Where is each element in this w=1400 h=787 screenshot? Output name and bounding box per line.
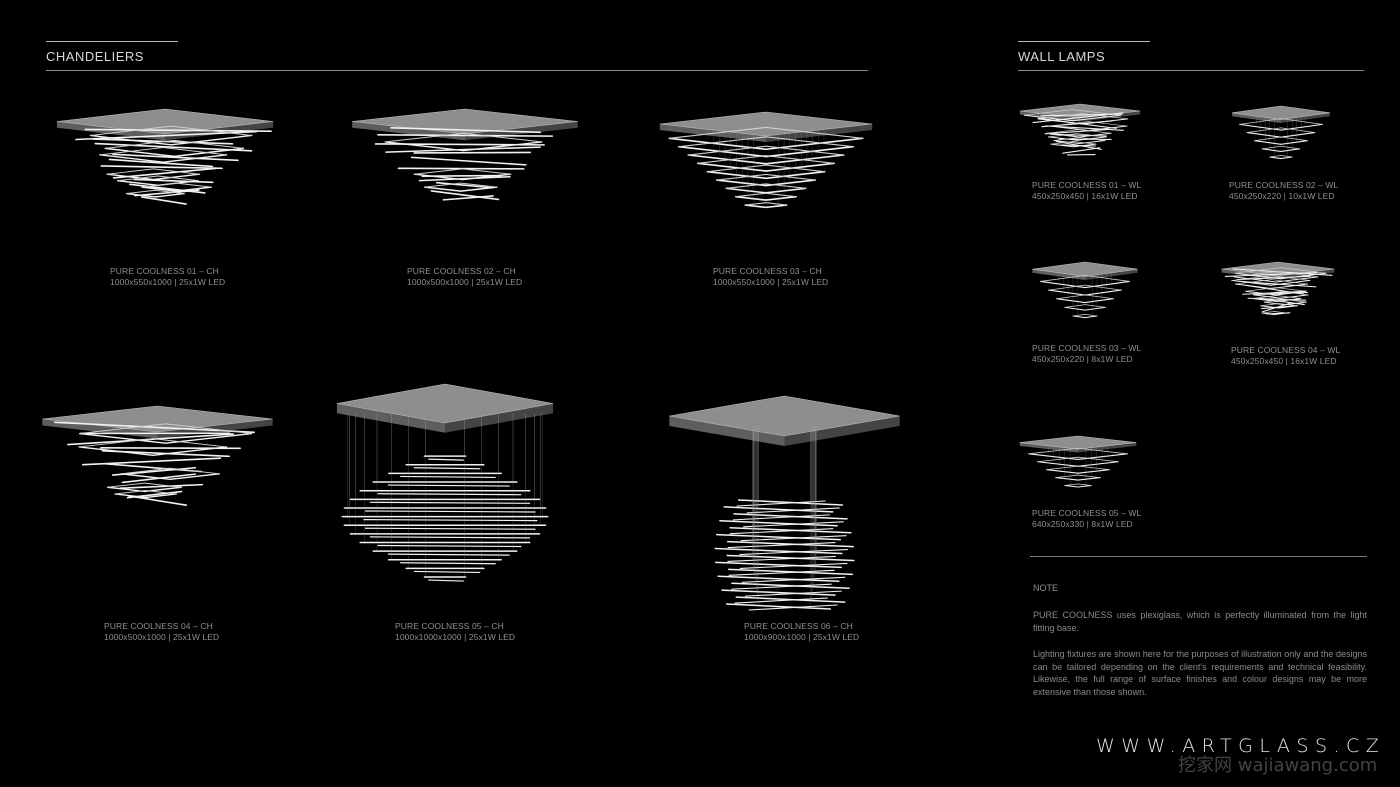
chandelier-02-name: PURE COOLNESS 02 – CH — [407, 266, 516, 276]
wall-lamp-04-caption: PURE COOLNESS 04 – WL 450x250x450 | 16x1… — [1231, 345, 1340, 367]
website-link[interactable]: WWW.ARTGLASS.CZ — [1096, 735, 1386, 757]
wall-lamp-02-spec: 450x250x220 | 10x1W LED — [1229, 191, 1335, 201]
chandelier-01-name: PURE COOLNESS 01 – CH — [110, 266, 219, 276]
chandelier-06-spec: 1000x900x1000 | 25x1W LED — [744, 632, 860, 642]
chandeliers-divider — [46, 70, 868, 71]
wall-lamp-02-name: PURE COOLNESS 02 – WL — [1229, 180, 1339, 190]
chandelier-01-spec: 1000x550x1000 | 25x1W LED — [110, 277, 226, 287]
chandelier-06-caption: PURE COOLNESS 06 – CH 1000x900x1000 | 25… — [744, 621, 859, 643]
chandelier-06-image — [669, 395, 900, 611]
chandelier-05-name: PURE COOLNESS 05 – CH — [395, 621, 504, 631]
wall-lamp-01-image — [1019, 103, 1141, 156]
chandelier-01-image — [56, 108, 274, 205]
chandeliers-accent-rule — [46, 41, 178, 42]
chandelier-05-caption: PURE COOLNESS 05 – CH 1000x1000x1000 | 2… — [395, 621, 515, 643]
note-divider — [1030, 556, 1367, 557]
note-paragraph-2: Lighting fixtures are shown here for the… — [1033, 649, 1367, 697]
wall-lamp-04-name: PURE COOLNESS 04 – WL — [1231, 345, 1341, 355]
wall-lamp-01-name: PURE COOLNESS 01 – WL — [1032, 180, 1142, 190]
wall-lamp-03-image — [1032, 261, 1138, 319]
wall-lamp-02-image — [1232, 105, 1330, 160]
chandelier-02-spec: 1000x500x1000 | 25x1W LED — [407, 277, 523, 287]
chandelier-05-image — [336, 383, 554, 582]
chandelier-05-spec: 1000x1000x1000 | 25x1W LED — [395, 632, 516, 642]
chandelier-04-name: PURE COOLNESS 04 – CH — [104, 621, 213, 631]
wall-lamp-03-spec: 450x250x220 | 8x1W LED — [1032, 354, 1133, 364]
wall-lamp-05-image — [1019, 435, 1137, 488]
wall-lamps-divider — [1018, 70, 1364, 71]
chandelier-04-spec: 1000x500x1000 | 25x1W LED — [104, 632, 220, 642]
chandeliers-title: CHANDELIERS — [46, 49, 144, 64]
wall-lamp-03-caption: PURE COOLNESS 03 – WL 450x250x220 | 8x1W… — [1032, 343, 1141, 365]
note-title: NOTE — [1033, 583, 1059, 593]
chandelier-03-name: PURE COOLNESS 03 – CH — [713, 266, 822, 276]
wall-lamp-04-image — [1221, 261, 1335, 315]
wall-lamp-02-caption: PURE COOLNESS 02 – WL 450x250x220 | 10x1… — [1229, 180, 1338, 202]
chandelier-03-caption: PURE COOLNESS 03 – CH 1000x550x1000 | 25… — [713, 266, 828, 288]
wall-lamp-03-name: PURE COOLNESS 03 – WL — [1032, 343, 1142, 353]
note-paragraph-1: PURE COOLNESS uses plexiglass, which is … — [1033, 610, 1367, 633]
wall-lamp-05-spec: 640x250x330 | 8x1W LED — [1032, 519, 1133, 529]
chandelier-03-spec: 1000x550x1000 | 25x1W LED — [713, 277, 829, 287]
chandelier-03-image — [659, 111, 873, 209]
wall-lamps-title: WALL LAMPS — [1018, 49, 1106, 64]
chandelier-04-caption: PURE COOLNESS 04 – CH 1000x500x1000 | 25… — [104, 621, 219, 643]
wall-lamp-01-spec: 450x250x450 | 16x1W LED — [1032, 191, 1138, 201]
chandelier-04-image — [42, 405, 273, 506]
wall-lamp-05-name: PURE COOLNESS 05 – WL — [1032, 508, 1142, 518]
watermark-text: 挖家网 wajiawang.com — [1178, 755, 1378, 776]
chandelier-01-caption: PURE COOLNESS 01 – CH 1000x550x1000 | 25… — [110, 266, 225, 288]
wall-lamp-01-caption: PURE COOLNESS 01 – WL 450x250x450 | 16x1… — [1032, 180, 1141, 202]
chandelier-06-name: PURE COOLNESS 06 – CH — [744, 621, 853, 631]
chandelier-02-image — [352, 108, 578, 201]
wall-lamps-accent-rule — [1018, 41, 1150, 42]
wall-lamp-05-caption: PURE COOLNESS 05 – WL 640x250x330 | 8x1W… — [1032, 508, 1141, 530]
wall-lamp-04-spec: 450x250x450 | 16x1W LED — [1231, 356, 1337, 366]
chandelier-02-caption: PURE COOLNESS 02 – CH 1000x500x1000 | 25… — [407, 266, 522, 288]
